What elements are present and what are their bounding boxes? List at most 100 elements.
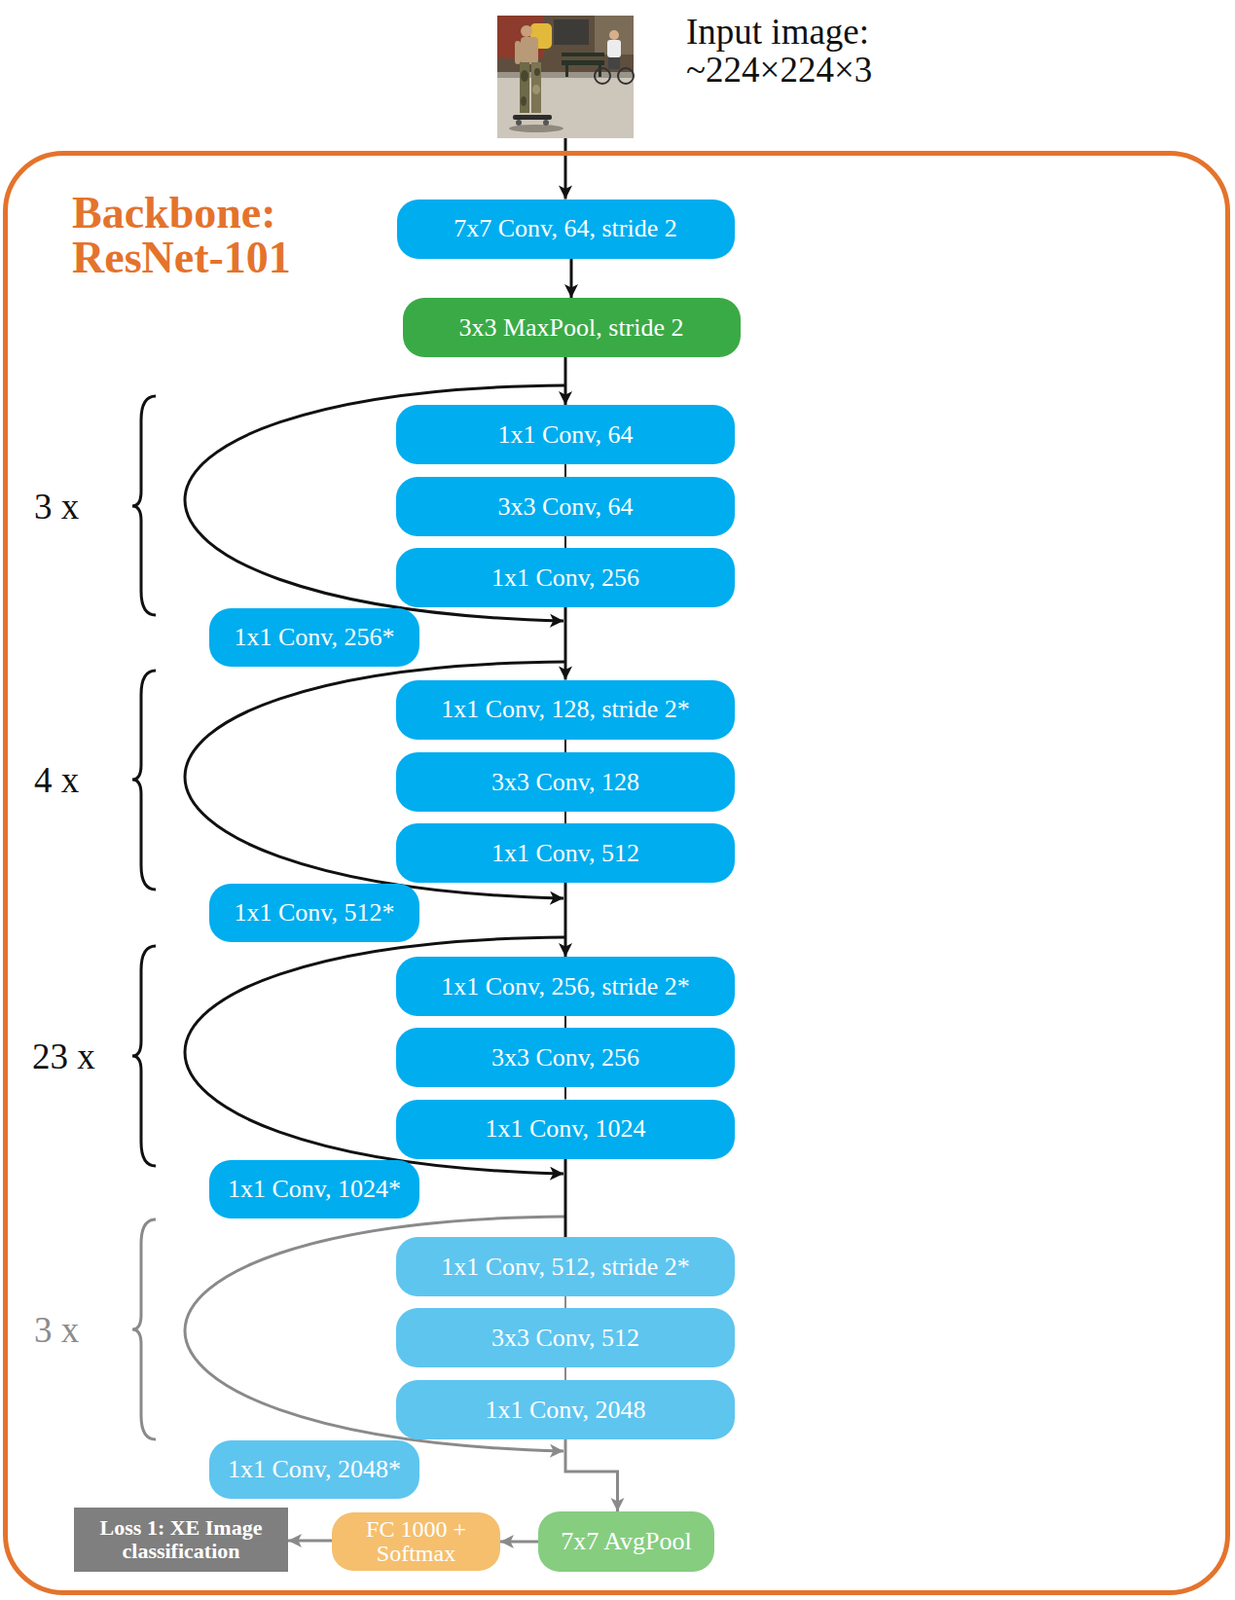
pool-box: 7x7 AvgPool bbox=[538, 1511, 715, 1572]
photo-window bbox=[553, 19, 589, 45]
connector bbox=[564, 464, 567, 477]
layer-box: 1x1 Conv, 2048 bbox=[396, 1380, 735, 1440]
layer-label: 1x1 Conv, 2048 bbox=[484, 1395, 646, 1425]
photo-camo bbox=[532, 84, 541, 95]
photo-wheel bbox=[617, 68, 634, 84]
layer-label: 1x1 Conv, 2048* bbox=[227, 1454, 401, 1485]
connector bbox=[564, 882, 568, 957]
photo-arm bbox=[514, 40, 521, 65]
layer-label: 1x1 Conv, 64 bbox=[497, 420, 633, 450]
connector bbox=[565, 1439, 618, 1512]
layer-label: 1x1 Conv, 128, stride 2* bbox=[440, 694, 690, 725]
projection-box: 1x1 Conv, 2048* bbox=[209, 1440, 420, 1499]
connector bbox=[564, 1367, 567, 1381]
layer-label: 1x1 Conv, 256* bbox=[233, 622, 395, 653]
input-caption: Input image: ~224×224×3 bbox=[686, 13, 949, 90]
photo-cyclist-head bbox=[609, 30, 619, 40]
photo-shadow bbox=[508, 124, 564, 133]
projection-box: 1x1 Conv, 512* bbox=[209, 883, 420, 943]
layer-label: 7x7 Conv, 64, stride 2 bbox=[453, 214, 677, 244]
projection-box: 1x1 Conv, 256* bbox=[209, 608, 420, 667]
connector bbox=[564, 811, 567, 824]
photo-leg bbox=[519, 62, 530, 113]
input-image: Input image: ~224×224×3 bbox=[497, 15, 634, 139]
connector bbox=[564, 1087, 567, 1100]
repeat-count: 4 x bbox=[34, 762, 79, 799]
loss-label: Loss 1: XE Image classification bbox=[83, 1516, 279, 1563]
layer-box: 1x1 Conv, 256, stride 2* bbox=[396, 956, 735, 1017]
repeat-count: 3 x bbox=[34, 488, 79, 525]
photo-bench-leg bbox=[565, 65, 569, 77]
classifier-box: FC 1000 + Softmax bbox=[331, 1512, 501, 1571]
layer-label: 3x3 Conv, 64 bbox=[497, 492, 633, 522]
photo-cyclist-legs bbox=[608, 57, 620, 70]
layer-box: 3x3 Conv, 64 bbox=[396, 476, 735, 537]
connector bbox=[564, 1296, 567, 1308]
photo-head bbox=[520, 25, 533, 37]
repeat-count: 23 x bbox=[32, 1038, 96, 1075]
photo-cyclist-shirt bbox=[607, 39, 621, 58]
photo-bench bbox=[561, 52, 605, 57]
connector bbox=[564, 1159, 568, 1238]
photo-bench bbox=[561, 60, 605, 66]
photo-pavement bbox=[497, 72, 634, 139]
backbone-frame: Backbone: ResNet-101 7x7 Conv, 64, stride… bbox=[2, 150, 1231, 1596]
connector bbox=[288, 1539, 332, 1543]
connector bbox=[564, 739, 567, 754]
photo-skate-wheel bbox=[543, 119, 549, 126]
layer-label: FC 1000 + Softmax bbox=[343, 1517, 489, 1566]
photo-camo bbox=[520, 96, 527, 107]
photo-building bbox=[497, 15, 634, 73]
connector bbox=[564, 536, 567, 548]
layer-box: 1x1 Conv, 128, stride 2* bbox=[396, 680, 735, 740]
backbone-title: Backbone: ResNet-101 bbox=[72, 190, 364, 281]
layer-label: 3x3 MaxPool, stride 2 bbox=[458, 313, 684, 343]
connector bbox=[564, 607, 568, 681]
repeat-count: 3 x bbox=[34, 1311, 79, 1348]
layer-box: 1x1 Conv, 1024 bbox=[396, 1099, 735, 1160]
repeat-brace bbox=[132, 945, 156, 1166]
layer-label: 1x1 Conv, 512, stride 2* bbox=[440, 1252, 690, 1282]
repeat-brace bbox=[132, 396, 156, 616]
connector bbox=[564, 1016, 567, 1028]
layer-box: 7x7 Conv, 64, stride 2 bbox=[397, 199, 735, 259]
layer-label: 1x1 Conv, 1024* bbox=[227, 1174, 401, 1204]
layer-label: 1x1 Conv, 256, stride 2* bbox=[440, 972, 690, 1002]
layer-label: 1x1 Conv, 512 bbox=[491, 838, 640, 869]
connector bbox=[564, 138, 568, 200]
photo-wheel bbox=[594, 68, 611, 84]
connector bbox=[570, 258, 574, 299]
loss-box: Loss 1: XE Image classification bbox=[73, 1507, 289, 1572]
photo-skate-wheel bbox=[515, 119, 522, 126]
photo-ground bbox=[497, 15, 634, 139]
layer-box: 3x3 Conv, 512 bbox=[396, 1307, 735, 1368]
projection-box: 1x1 Conv, 1024* bbox=[209, 1160, 420, 1219]
layer-label: 3x3 Conv, 512 bbox=[491, 1323, 640, 1353]
layer-box: 3x3 Conv, 256 bbox=[396, 1027, 735, 1088]
photo-camo bbox=[520, 70, 529, 82]
layer-box: 1x1 Conv, 512, stride 2* bbox=[396, 1236, 735, 1297]
layer-label: 1x1 Conv, 1024 bbox=[484, 1114, 646, 1144]
layer-label: 3x3 Conv, 256 bbox=[491, 1043, 640, 1073]
layer-box: 3x3 Conv, 128 bbox=[396, 752, 735, 812]
layer-box: 1x1 Conv, 64 bbox=[396, 404, 735, 465]
photo-camo bbox=[534, 68, 541, 76]
connector bbox=[564, 357, 568, 405]
street-photo bbox=[497, 15, 634, 139]
repeat-brace bbox=[132, 670, 156, 890]
layer-label: 7x7 AvgPool bbox=[560, 1526, 692, 1557]
repeat-brace bbox=[132, 1219, 156, 1440]
layer-box: 1x1 Conv, 256 bbox=[396, 547, 735, 608]
photo-torso bbox=[520, 36, 539, 65]
connector bbox=[500, 1540, 539, 1544]
photo-leg bbox=[531, 62, 542, 113]
photo-skateboard bbox=[512, 114, 552, 120]
photo-bench-leg bbox=[598, 65, 602, 77]
layer-label: 1x1 Conv, 512* bbox=[233, 898, 395, 928]
layer-box: 1x1 Conv, 512 bbox=[396, 823, 735, 883]
layer-label: 3x3 Conv, 128 bbox=[491, 767, 640, 798]
pool-box: 3x3 MaxPool, stride 2 bbox=[402, 297, 741, 358]
layer-label: 1x1 Conv, 256 bbox=[491, 563, 640, 593]
